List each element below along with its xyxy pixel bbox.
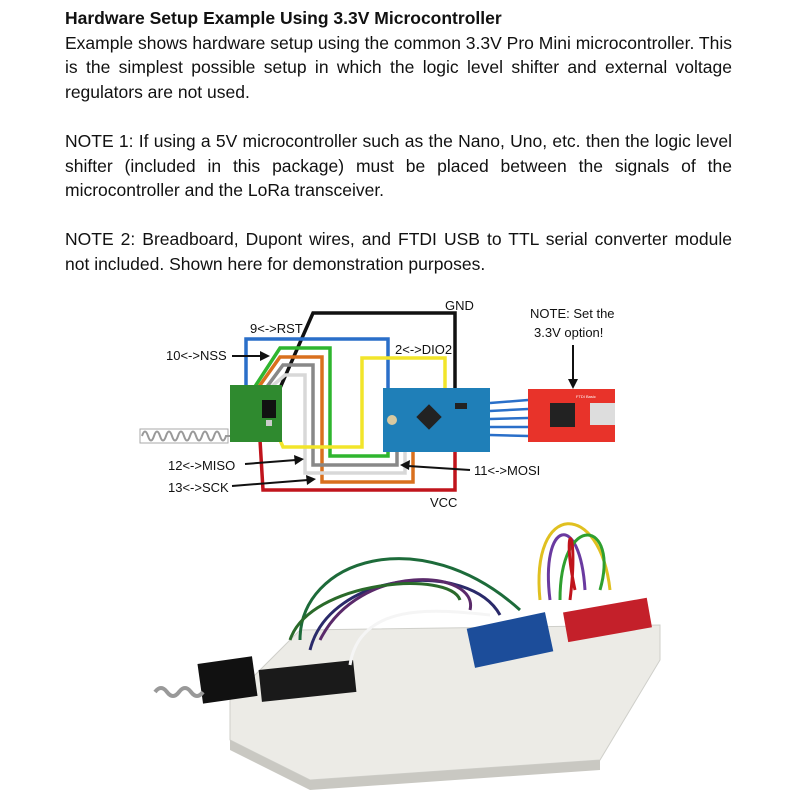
wire-mosi xyxy=(264,363,399,467)
label-dio2: 2<->DIO2 xyxy=(395,342,452,357)
wire-dio2 xyxy=(278,356,447,449)
note-2: NOTE 2: Breadboard, Dupont wires, and FT… xyxy=(65,229,732,274)
wires xyxy=(244,311,457,492)
label-miso: 12<->MISO xyxy=(168,458,235,473)
wire-rst xyxy=(244,337,390,392)
label-gnd: GND xyxy=(445,298,474,313)
wire-sck xyxy=(256,355,415,484)
label-rst: 9<->RST xyxy=(250,321,303,336)
lora-module xyxy=(230,385,282,442)
ftdi-label: FTDI Basic xyxy=(576,394,596,399)
ftdi-board: FTDI Basic xyxy=(528,389,615,442)
ftdi-wires xyxy=(489,398,529,438)
breadboard-photo xyxy=(153,522,661,790)
page-title: Hardware Setup Example Using 3.3V Microc… xyxy=(65,8,502,28)
ftdi-note-line2: 3.3V option! xyxy=(534,325,603,340)
label-sck: 13<->SCK xyxy=(168,480,229,495)
label-mosi: 11<->MOSI xyxy=(474,463,540,478)
label-nss: 10<->NSS xyxy=(166,348,227,363)
document-text: Hardware Setup Example Using 3.3V Microc… xyxy=(65,6,732,301)
label-vcc: VCC xyxy=(430,495,457,510)
note-1: NOTE 1: If using a 5V microcontroller su… xyxy=(65,130,732,201)
antenna-icon xyxy=(139,428,232,444)
arduino-pro-mini xyxy=(383,388,490,452)
wire-gnd xyxy=(278,311,457,392)
wire-nss xyxy=(252,346,390,458)
wire-miso xyxy=(268,373,407,475)
ftdi-note-line1: NOTE: Set the xyxy=(530,306,615,321)
arrows xyxy=(231,345,578,487)
intro-paragraph: Example shows hardware setup using the c… xyxy=(65,32,732,102)
